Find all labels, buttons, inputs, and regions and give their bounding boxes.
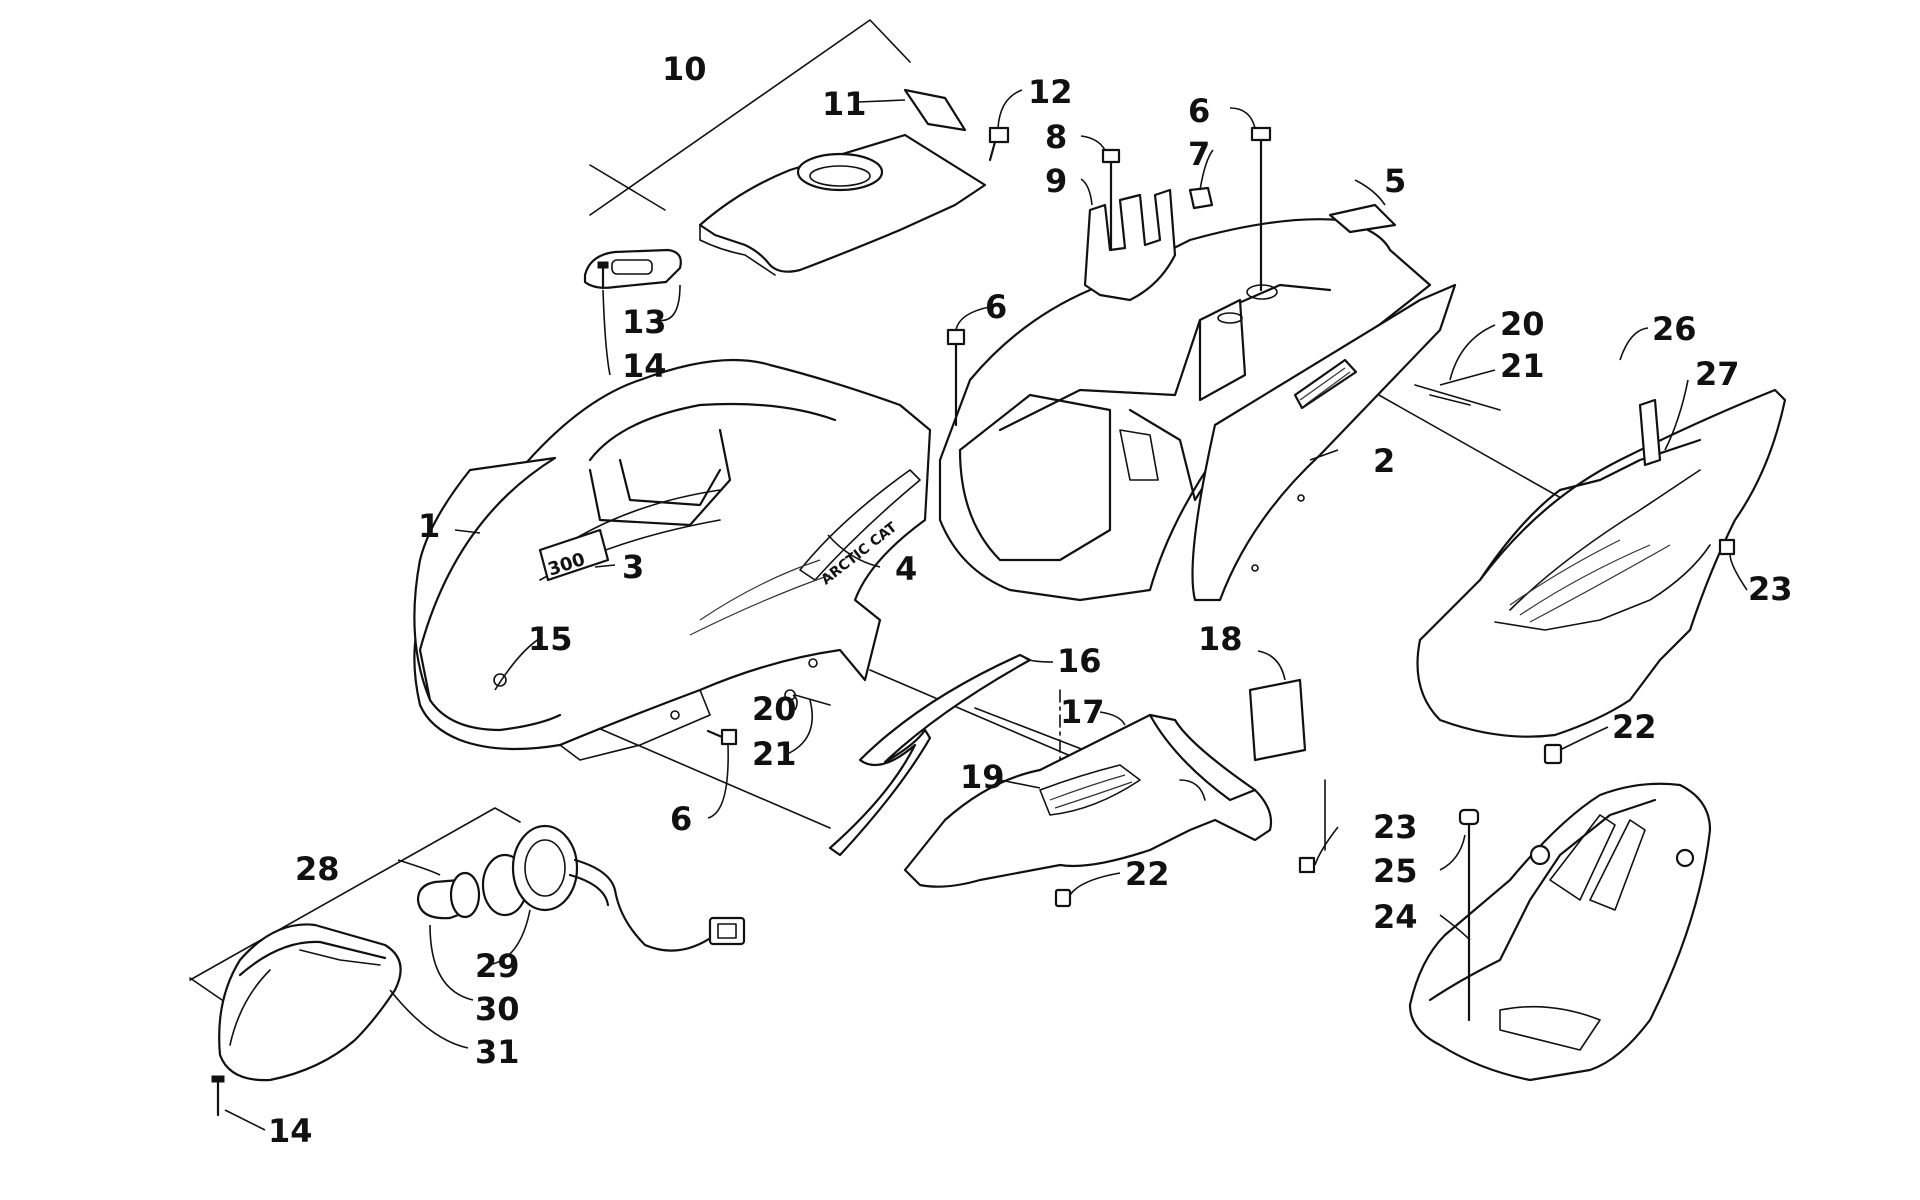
- callout-23-rear: 23: [1748, 570, 1793, 608]
- part-11-decal: [903, 88, 967, 132]
- callout-31: 31: [475, 1033, 520, 1071]
- callout-6-mid: 6: [985, 288, 1007, 326]
- callout-2: 2: [1373, 442, 1395, 480]
- part-2-rear-body: [938, 218, 1457, 602]
- callout-5: 5: [1384, 162, 1406, 200]
- callout-21-front: 21: [752, 735, 797, 773]
- callout-23-front: 23: [1373, 808, 1418, 846]
- callout-22-rear: 22: [1612, 708, 1657, 746]
- group-bracket-28: [189, 807, 521, 1001]
- callout-21-rear: 21: [1500, 347, 1545, 385]
- part-22-clip-rear: [1543, 743, 1563, 765]
- callout-8: 8: [1045, 118, 1067, 156]
- part-17-front-fender: [903, 713, 1273, 888]
- callout-1: 1: [418, 507, 440, 545]
- part-30-bulb: [416, 871, 481, 920]
- part-29-socket-harness: [481, 824, 746, 952]
- callout-3: 3: [622, 548, 644, 586]
- callout-18: 18: [1198, 620, 1243, 658]
- callouts: 1 2 3 4 5 6 6 6 7 8 9 10 11 12 13 14 14 …: [268, 50, 1793, 1150]
- part-20-21-clip-front: [784, 689, 831, 706]
- part-5-decal: [1328, 203, 1397, 234]
- part-22-clip-front: [1054, 888, 1072, 908]
- part-14-screw-lower: [211, 1075, 225, 1117]
- part-18-decal: [1248, 678, 1307, 762]
- part-23-screw-front: [1298, 856, 1316, 874]
- part-16-stripe-decal: [828, 653, 1032, 857]
- part-1-front-body: [413, 358, 932, 761]
- leader-lines: [224, 89, 1748, 1131]
- group-bracket-10: [589, 19, 911, 216]
- part-7-nut: [1188, 186, 1214, 210]
- part-26-rear-fender: [1416, 388, 1787, 738]
- callout-24: 24: [1373, 898, 1418, 936]
- callout-30: 30: [475, 990, 520, 1028]
- callout-26: 26: [1652, 310, 1697, 348]
- callout-25: 25: [1373, 852, 1418, 890]
- callout-22-front: 22: [1125, 855, 1170, 893]
- part-25-screw-bin: [1458, 808, 1480, 1022]
- part-20-21-clip-rear: [1414, 384, 1501, 411]
- part-14-screw-upper: [597, 261, 609, 290]
- callout-6-top: 6: [1188, 92, 1210, 130]
- callout-12: 12: [1028, 73, 1073, 111]
- part-23-screw-rear: [1718, 538, 1736, 556]
- part-24-storage-bin: [1408, 782, 1712, 1082]
- callout-11: 11: [822, 85, 867, 123]
- callout-13: 13: [622, 303, 667, 341]
- callout-17: 17: [1060, 693, 1105, 731]
- callout-14-upper: 14: [622, 347, 667, 385]
- part-6-screw-top: [1250, 126, 1272, 292]
- callout-28: 28: [295, 850, 340, 888]
- callout-20-front: 20: [752, 690, 797, 728]
- part-12-screw: [988, 126, 1010, 162]
- callout-16: 16: [1057, 642, 1102, 680]
- callout-10: 10: [662, 50, 707, 88]
- part-31-headlight-housing: [218, 923, 402, 1082]
- callout-27: 27: [1695, 355, 1740, 393]
- callout-19: 19: [960, 758, 1005, 796]
- part-10-pod-cover: [698, 133, 987, 276]
- part-6-screw-lower: [706, 728, 738, 746]
- part-9-bracket: [1083, 188, 1177, 302]
- callout-29: 29: [475, 947, 520, 985]
- callout-9: 9: [1045, 162, 1067, 200]
- callout-20-rear: 20: [1500, 305, 1545, 343]
- callout-6-lower: 6: [670, 800, 692, 838]
- callout-7: 7: [1188, 135, 1210, 173]
- part-6-screw-mid: [946, 328, 966, 427]
- part-13-switch-housing: [583, 248, 682, 289]
- callout-4: 4: [895, 550, 917, 588]
- callout-14-lower: 14: [268, 1112, 313, 1150]
- callout-15: 15: [528, 620, 573, 658]
